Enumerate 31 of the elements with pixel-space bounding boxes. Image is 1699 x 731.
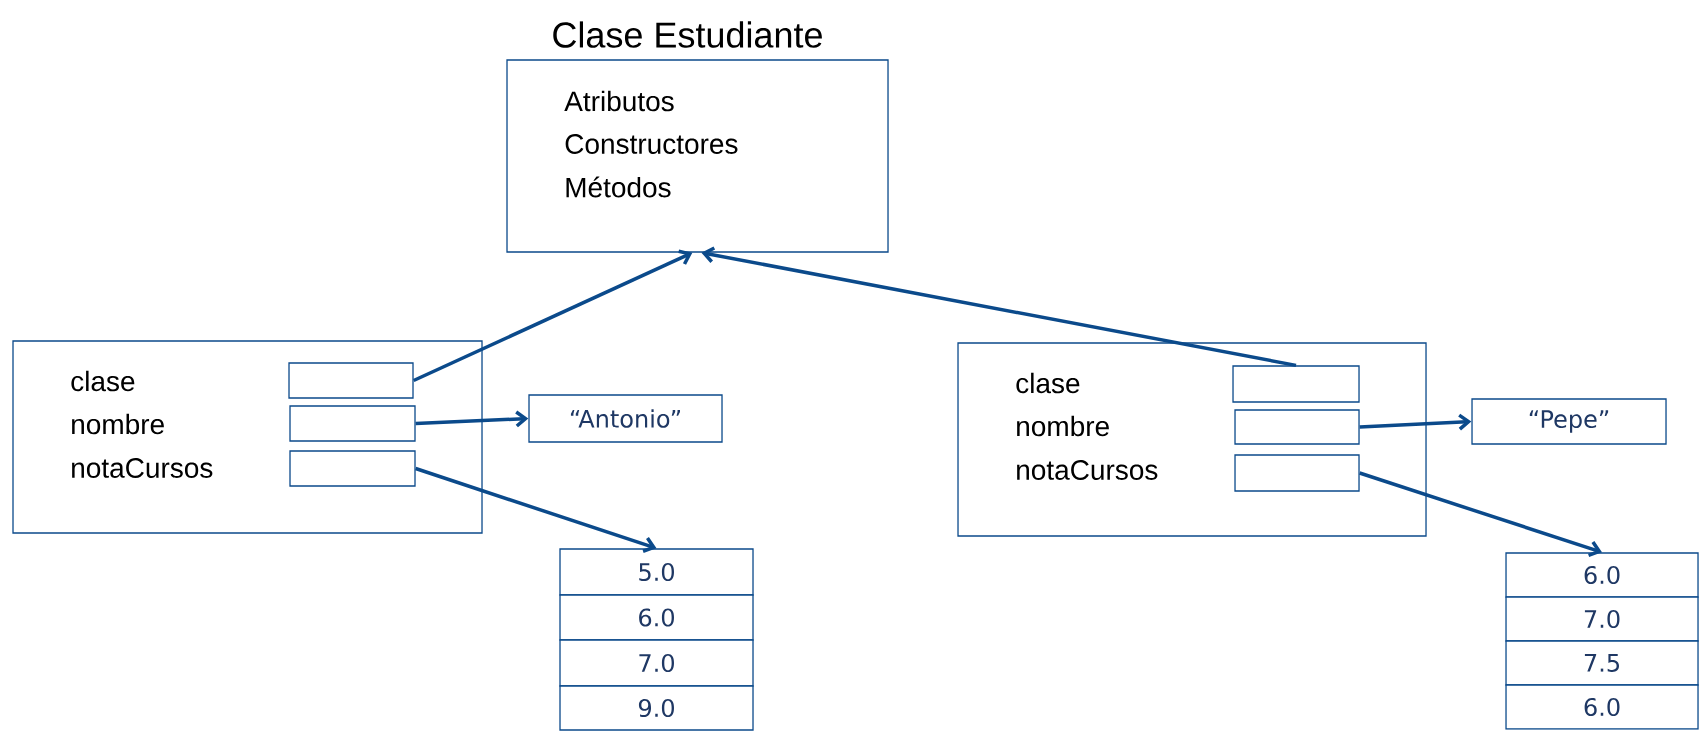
field-label: nombre	[72, 413, 164, 435]
slot-box	[289, 450, 416, 487]
array-cell: 6.0	[1505, 552, 1699, 598]
arrow	[415, 466, 657, 553]
arrow	[415, 410, 529, 428]
field-label: clase	[71, 370, 135, 392]
slot-box	[1232, 365, 1360, 403]
array-cell: 7.5	[1505, 640, 1699, 686]
array-cell: 5.0	[559, 548, 754, 596]
slot-box	[1234, 454, 1360, 492]
field-label: clase	[1016, 372, 1080, 394]
array-cell: 6.0	[559, 594, 754, 641]
array-cell: 7.0	[559, 639, 754, 687]
slot-box	[1234, 409, 1360, 445]
field-label: notaCursos	[1017, 460, 1158, 480]
string-box: “Pepe”	[1471, 398, 1667, 445]
field-label: notaCursos	[72, 458, 213, 478]
array-cell: 9.0	[559, 685, 754, 731]
array-cell: 7.0	[1505, 596, 1699, 642]
member-label: Atributos	[564, 90, 674, 112]
arrow	[1359, 471, 1602, 557]
arrow	[412, 249, 693, 383]
member-label: Constructores	[565, 134, 738, 154]
member-label: Métodos	[566, 176, 671, 198]
class-title: Clase Estudiante	[553, 21, 822, 48]
slot-box	[289, 405, 416, 442]
string-box: “Antonio”	[528, 394, 723, 443]
arrow	[1359, 413, 1472, 431]
array-cell: 6.0	[1505, 684, 1699, 730]
slot-box	[288, 362, 414, 399]
field-label: nombre	[1017, 415, 1109, 437]
